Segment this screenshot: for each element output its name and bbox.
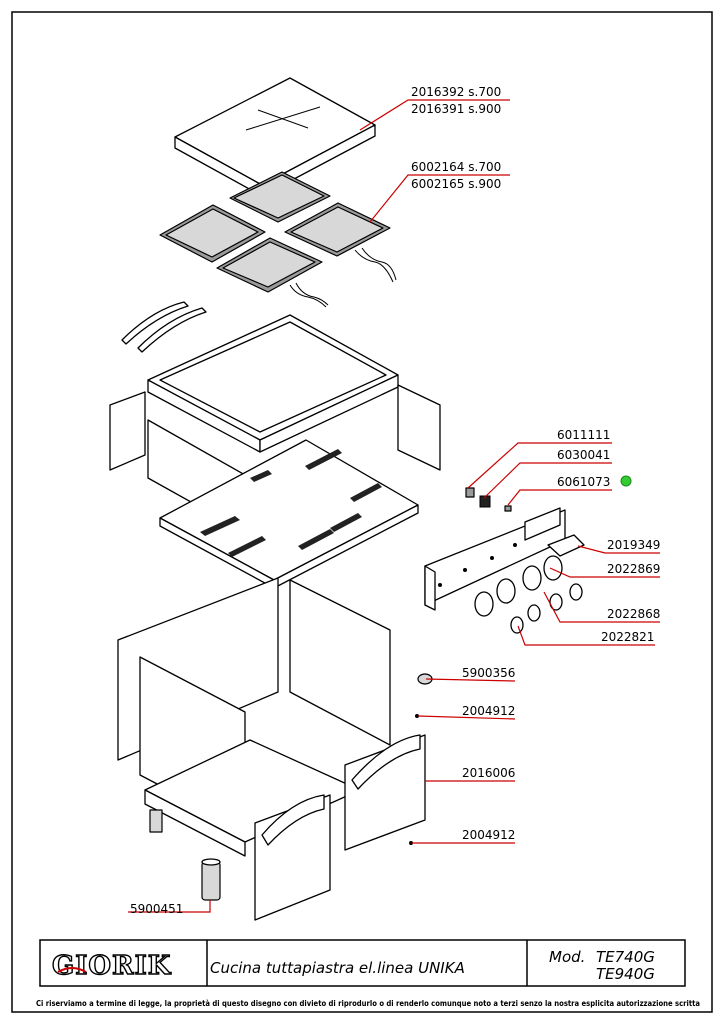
label-5900356: 5900356 — [462, 666, 515, 680]
heating-element-right[interactable] — [284, 202, 397, 283]
heating-element-left[interactable] — [159, 204, 266, 263]
label-heating-s700: 6002164 s.700 — [411, 160, 501, 174]
copyright-disclaimer: Ci riserviamo a termine di legge, la pro… — [36, 998, 700, 1008]
drawing-title: Cucina tuttapiastra el.linea UNIKA — [210, 959, 465, 977]
label-2004912-upper: 2004912 — [462, 704, 515, 718]
giorik-logo: GIORIK — [51, 950, 172, 981]
side-strips[interactable] — [121, 301, 207, 353]
label-2022821: 2022821 — [601, 630, 654, 644]
screw-lower — [409, 841, 413, 845]
label-5900451: 5900451 — [130, 902, 183, 916]
upper-side-panel-left[interactable] — [109, 391, 146, 471]
screw-upper — [415, 714, 419, 718]
leader-lines — [128, 99, 660, 913]
switches[interactable] — [465, 487, 512, 512]
label-2016006: 2016006 — [462, 766, 515, 780]
label-6061073: 6061073 — [557, 475, 610, 489]
model-te940g: TE940G — [596, 965, 655, 983]
cabinet-right-side[interactable] — [289, 579, 391, 746]
top-frame[interactable] — [147, 314, 399, 453]
label-hob-top-s700: 2016392 s.700 — [411, 85, 501, 99]
label-6030041: 6030041 — [557, 448, 610, 462]
label-2019349: 2019349 — [607, 538, 660, 552]
label-heating-s900: 6002165 s.900 — [411, 177, 501, 191]
svg-text:GIORIK: GIORIK — [52, 951, 172, 981]
label-2022868: 2022868 — [607, 607, 660, 621]
status-dot — [620, 475, 632, 487]
door-right[interactable] — [344, 734, 426, 851]
adjustable-foot[interactable] — [201, 858, 221, 901]
drawing-frame — [11, 11, 713, 1013]
model-prefix: Mod. — [549, 948, 585, 966]
door-left[interactable] — [254, 794, 331, 921]
heating-element-front[interactable] — [216, 237, 329, 308]
upper-side-panel-right[interactable] — [397, 384, 441, 471]
heating-element-back[interactable] — [229, 171, 331, 223]
model-te740g: TE740G — [596, 948, 655, 966]
knob-bezels[interactable] — [474, 555, 563, 617]
title-block: GIORIK Cucina tuttapiastra el.linea UNIK… — [39, 939, 686, 987]
knobs[interactable] — [510, 583, 583, 634]
base-tray[interactable] — [159, 439, 419, 589]
label-2004912-lower: 2004912 — [462, 828, 515, 842]
cabinet-base[interactable] — [144, 739, 361, 857]
label-2022869: 2022869 — [607, 562, 660, 576]
signal-light-holder[interactable] — [547, 534, 585, 557]
label-hob-top-s900: 2016391 s.900 — [411, 102, 501, 116]
label-6011111: 6011111 — [557, 428, 610, 442]
control-panel[interactable] — [424, 507, 566, 611]
